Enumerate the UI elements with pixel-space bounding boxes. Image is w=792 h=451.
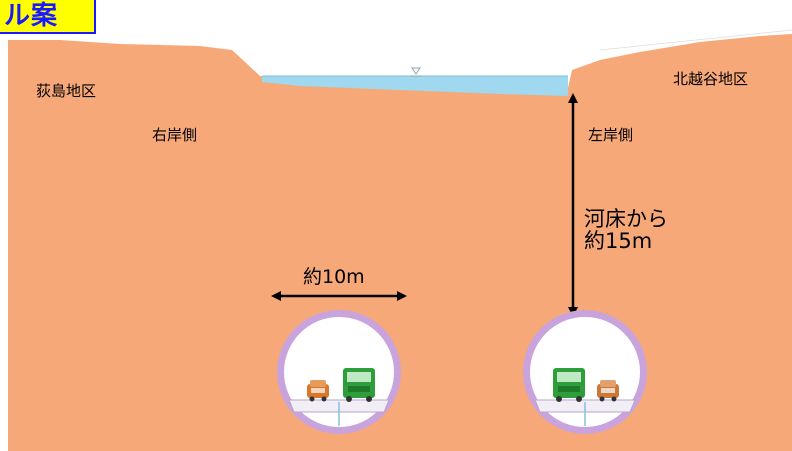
river-water [262,76,568,96]
ground-section [8,34,792,451]
truck-icon [343,368,375,402]
tunnel-left-bank [523,310,647,434]
title-badge-text: ル案 [4,1,59,31]
tunnel-right-bank [277,310,401,434]
car-icon [597,380,619,402]
car-icon [307,380,329,402]
left-district-label: 荻島地区 [36,82,97,100]
right-bank-label: 右岸側 [152,126,198,144]
left-bank-label: 左岸側 [588,126,634,144]
water-level-icon [410,67,422,77]
width-label: 約10m [303,266,365,288]
truck-icon [553,368,585,402]
depth-label-line1: 河床から [584,207,668,231]
right-district-label: 北越谷地区 [673,70,749,88]
title-badge: ル案 [0,0,96,34]
depth-label-line2: 約15m [584,229,653,253]
